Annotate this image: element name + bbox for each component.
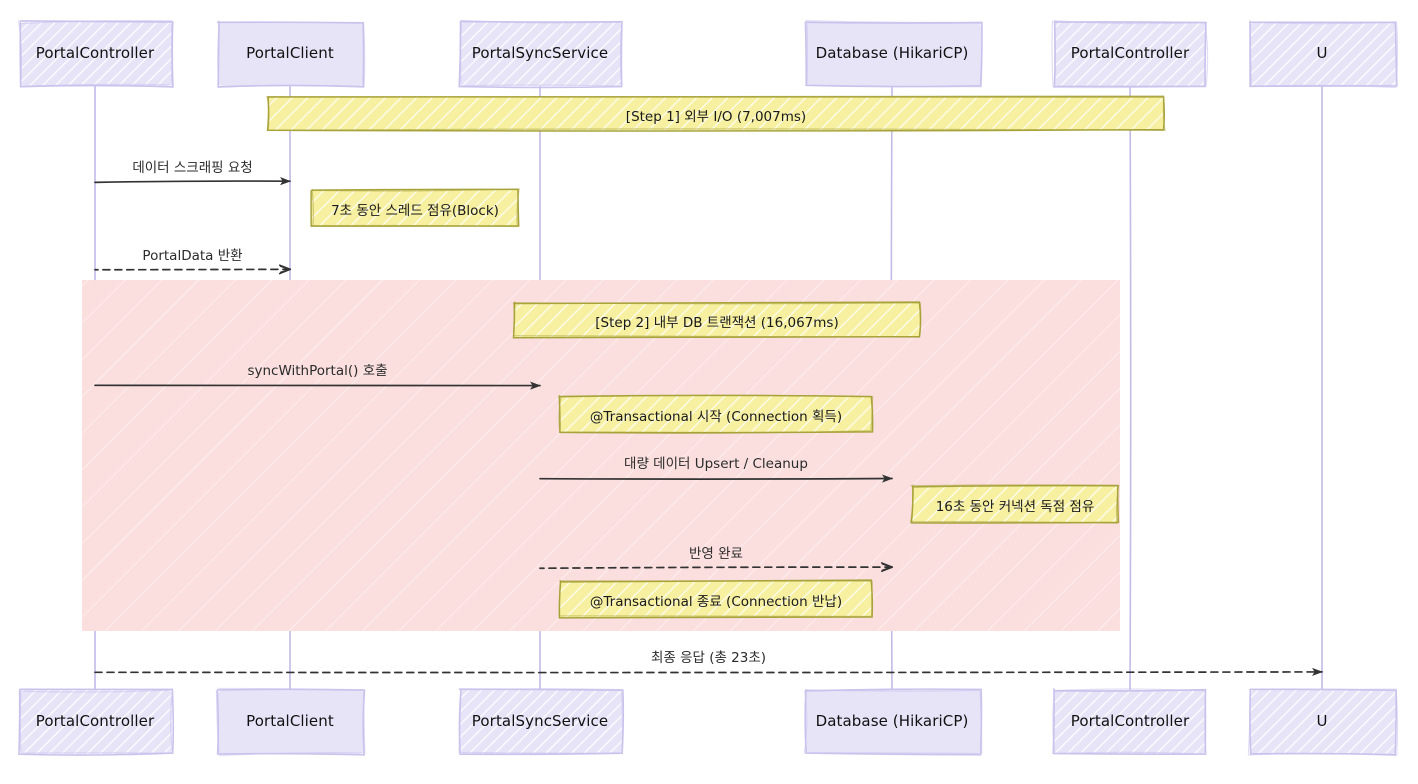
actor-label-database-top: Database (HikariCP) <box>815 44 969 62</box>
actor-label-client-top: PortalClient <box>246 44 334 62</box>
actor-boxes-group <box>17 19 1399 757</box>
note-label-n1: 7초 동안 스레드 점유(Block) <box>331 203 499 219</box>
note-label-n3: 16초 동안 커넥션 독점 점유 <box>935 499 1095 515</box>
actor-label-controller-bottom: PortalController <box>35 712 155 730</box>
message-label-m6: 최종 응답 (총 23초) <box>650 650 767 666</box>
note-label-n2: @Transactional 시작 (Connection 획득) <box>589 409 843 425</box>
actor-label-sync-bottom: PortalSyncService <box>471 712 609 730</box>
notes-group <box>310 188 1120 619</box>
block-banners-group <box>266 95 1166 339</box>
messages-group <box>94 177 1323 677</box>
message-label-m1: 데이터 스크래핑 요청 <box>132 160 253 176</box>
highlight-region-group <box>82 280 1120 631</box>
block-title-step2: [Step 2] 내부 DB 트랜잭션 (16,067ms) <box>595 315 839 331</box>
actor-label-database-bottom: Database (HikariCP) <box>815 712 969 730</box>
actor-label-controller-top: PortalController <box>35 44 155 62</box>
note-label-n4: @Transactional 종료 (Connection 반납) <box>589 594 843 610</box>
actor-label-controller2-top: PortalController <box>1070 44 1190 62</box>
actor-label-client-bottom: PortalClient <box>246 712 334 730</box>
block-title-step1: [Step 1] 외부 I/O (7,007ms) <box>625 108 807 125</box>
message-label-m5: 반영 완료 <box>689 546 743 562</box>
actor-label-user-top: U <box>1316 44 1328 62</box>
actor-label-sync-top: PortalSyncService <box>471 44 609 62</box>
actor-label-user-bottom: U <box>1316 712 1328 730</box>
message-label-m3: syncWithPortal() 호출 <box>247 363 388 379</box>
message-label-m4: 대량 데이터 Upsert / Cleanup <box>624 456 808 472</box>
message-label-m2: PortalData 반환 <box>142 248 243 264</box>
actor-label-controller2-bottom: PortalController <box>1070 712 1190 730</box>
